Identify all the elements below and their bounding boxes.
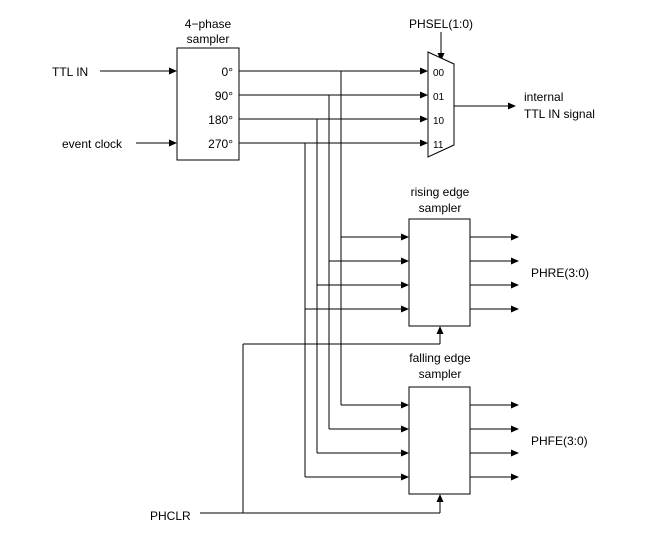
rising-out-1-arrow xyxy=(511,257,519,265)
falling-out-2-arrow xyxy=(511,449,519,457)
four-phase-sampler-title-line1: 4−phase xyxy=(185,17,232,31)
sampler-port-90: 90° xyxy=(215,89,233,103)
rising-title-line1: rising edge xyxy=(411,185,470,199)
phsel-arrow xyxy=(437,53,445,61)
rising-in-2-arrow xyxy=(401,281,409,289)
phase-mux: PHSEL(1:0) 00 01 10 11 internal TTL IN s… xyxy=(409,17,595,158)
phfe-label: PHFE(3:0) xyxy=(531,434,588,448)
phsel-label: PHSEL(1:0) xyxy=(409,17,473,31)
falling-title-line2: sampler xyxy=(419,367,462,381)
phre-label: PHRE(3:0) xyxy=(531,266,589,280)
event-clock-label: event clock xyxy=(62,137,123,151)
phase-90-arrow xyxy=(420,91,428,99)
mux-output-arrow xyxy=(508,102,516,110)
phclr-network: PHCLR xyxy=(150,326,444,523)
internal-signal-label-line2: TTL IN signal xyxy=(524,107,595,121)
phase-wires xyxy=(239,67,428,477)
mux-port-01: 01 xyxy=(433,92,445,103)
falling-out-3-arrow xyxy=(511,473,519,481)
ttl-in-label: TTL IN xyxy=(52,65,88,79)
falling-out-0-arrow xyxy=(511,401,519,409)
falling-in-0-arrow xyxy=(401,401,409,409)
falling-in-2-arrow xyxy=(401,449,409,457)
phase-180-arrow xyxy=(420,115,428,123)
falling-in-3-arrow xyxy=(401,473,409,481)
mux-port-11: 11 xyxy=(433,140,444,151)
phase-270-arrow xyxy=(420,139,428,147)
rising-out-2-arrow xyxy=(511,281,519,289)
falling-edge-sampler: falling edge sampler PHFE(3:0) xyxy=(305,351,588,495)
rising-edge-sampler: rising edge sampler PHRE(3:0) xyxy=(305,185,589,327)
rising-in-1-arrow xyxy=(401,257,409,265)
sampler-port-270: 270° xyxy=(208,137,233,151)
sampler-port-0: 0° xyxy=(222,65,234,79)
rising-in-3-arrow xyxy=(401,305,409,313)
phclr-rising-arrow xyxy=(436,326,444,334)
rising-in-0-arrow xyxy=(401,233,409,241)
falling-out-1-arrow xyxy=(511,425,519,433)
sampler-port-180: 180° xyxy=(208,113,233,127)
falling-sampler-box xyxy=(408,386,471,495)
rising-out-3-arrow xyxy=(511,305,519,313)
phclr-label: PHCLR xyxy=(150,509,191,523)
phclr-falling-arrow xyxy=(436,494,444,502)
event-clock-arrow xyxy=(169,139,177,147)
mux-trapezoid xyxy=(427,51,455,158)
phase-0-arrow xyxy=(420,67,428,75)
falling-title-line1: falling edge xyxy=(409,351,471,365)
four-phase-sampler-box xyxy=(176,47,240,161)
internal-signal-label-line1: internal xyxy=(524,90,563,104)
falling-in-1-arrow xyxy=(401,425,409,433)
four-phase-sampler-title-line2: sampler xyxy=(187,32,230,46)
four-phase-sampler: 4−phase sampler 0° 90° 180° 270° xyxy=(176,17,240,161)
inputs: TTL IN event clock xyxy=(52,65,177,151)
ttl-in-arrow xyxy=(169,67,177,75)
rising-out-0-arrow xyxy=(511,233,519,241)
mux-port-10: 10 xyxy=(433,116,445,127)
rising-sampler-box xyxy=(408,218,471,327)
rising-title-line2: sampler xyxy=(419,201,462,215)
mux-port-00: 00 xyxy=(433,68,445,79)
